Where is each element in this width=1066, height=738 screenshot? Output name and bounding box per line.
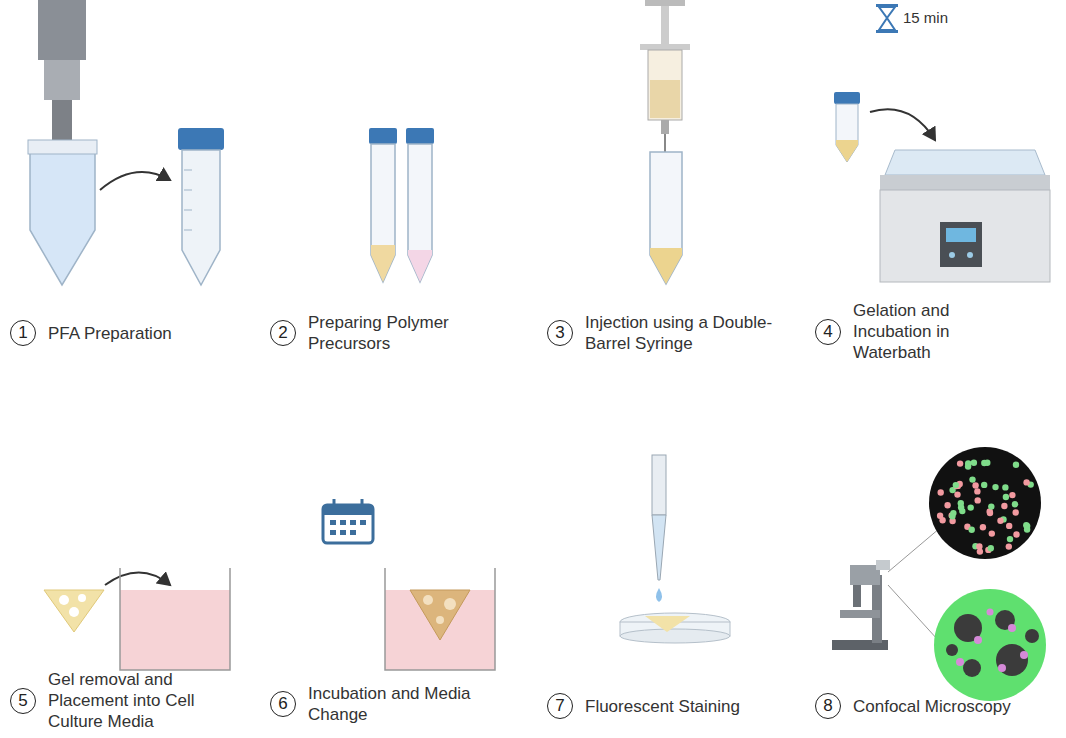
step-label: Gelation and Incubation in Waterbath <box>853 300 983 363</box>
calendar-icon <box>323 499 373 543</box>
step: 2 Preparing Polymer Precursors <box>270 312 468 354</box>
step-number: 2 <box>270 320 296 346</box>
precursor-tubes <box>369 128 434 282</box>
tube-capped <box>178 128 224 285</box>
step-label: Preparing Polymer Precursors <box>308 312 468 354</box>
step-number: 6 <box>270 691 296 717</box>
step-number: 8 <box>815 693 841 719</box>
gel-triangle <box>44 590 104 632</box>
petri-dish <box>620 613 730 643</box>
step-label: Gel removal and Placement into Cell Cult… <box>48 669 213 732</box>
tube-small <box>834 92 860 162</box>
step-number: 7 <box>547 693 573 719</box>
hourglass <box>876 4 898 33</box>
step-label: PFA Preparation <box>48 323 172 344</box>
step-number: 4 <box>815 319 841 345</box>
step: 4 Gelation and Incubation in Waterbath <box>815 300 983 363</box>
tube-large <box>28 140 97 285</box>
step-label: Fluorescent Staining <box>585 696 740 717</box>
step-number: 1 <box>10 320 36 346</box>
step: 8 Confocal Microscopy <box>815 693 1011 719</box>
step-label: Incubation and Media Change <box>308 683 508 725</box>
double-barrel-syringe <box>640 0 690 160</box>
step: 6 Incubation and Media Change <box>270 683 508 725</box>
time-label: 15 min <box>903 9 948 26</box>
confocal-image-gel <box>934 589 1046 701</box>
step-number: 5 <box>10 688 36 714</box>
step-label: Confocal Microscopy <box>853 696 1011 717</box>
confocal-image-cells <box>929 447 1041 559</box>
step: 7 Fluorescent Staining <box>547 693 740 719</box>
step: 1 PFA Preparation <box>10 320 172 346</box>
step-number: 3 <box>547 320 573 346</box>
media-container-gel <box>385 568 495 670</box>
step: 3 Injection using a Double-Barrel Syringe <box>547 312 785 354</box>
microscope <box>832 560 890 650</box>
pipette <box>652 455 666 602</box>
media-container <box>120 568 230 670</box>
tube-gel <box>650 152 682 284</box>
step: 5 Gel removal and Placement into Cell Cul… <box>10 669 213 732</box>
step-label: Injection using a Double-Barrel Syringe <box>585 312 785 354</box>
water-bath <box>880 150 1050 282</box>
